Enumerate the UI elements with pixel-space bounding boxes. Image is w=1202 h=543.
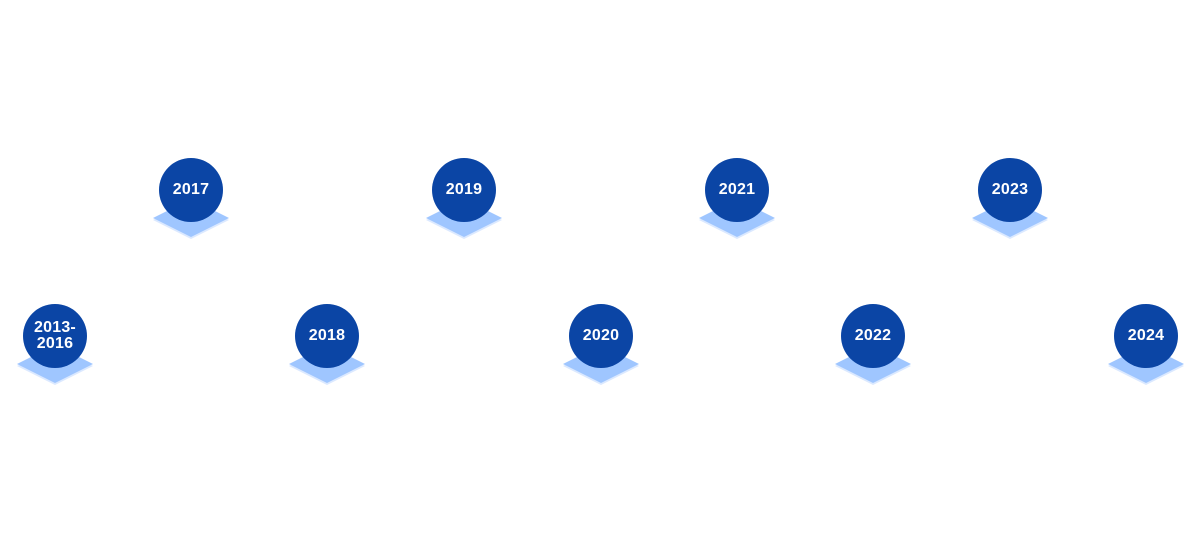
year-badge: 2013- 2016 bbox=[23, 304, 87, 368]
milestone-2020: 2020 bbox=[546, 304, 656, 416]
year-badge: 2022 bbox=[841, 304, 905, 368]
year-badge: 2021 bbox=[705, 158, 769, 222]
milestone-2018: 2018 bbox=[272, 304, 382, 416]
year-badge: 2024 bbox=[1114, 304, 1178, 368]
milestone-2017: 2017 bbox=[136, 158, 246, 270]
milestone-2022: 2022 bbox=[818, 304, 928, 416]
milestone-2024: 2024 bbox=[1091, 304, 1201, 416]
year-badge: 2023 bbox=[978, 158, 1042, 222]
year-badge: 2018 bbox=[295, 304, 359, 368]
milestone-2021: 2021 bbox=[682, 158, 792, 270]
milestone-2013-2016: 2013- 2016 bbox=[0, 304, 110, 416]
milestone-2023: 2023 bbox=[955, 158, 1065, 270]
year-badge: 2020 bbox=[569, 304, 633, 368]
year-badge: 2019 bbox=[432, 158, 496, 222]
milestone-2019: 2019 bbox=[409, 158, 519, 270]
year-badge: 2017 bbox=[159, 158, 223, 222]
